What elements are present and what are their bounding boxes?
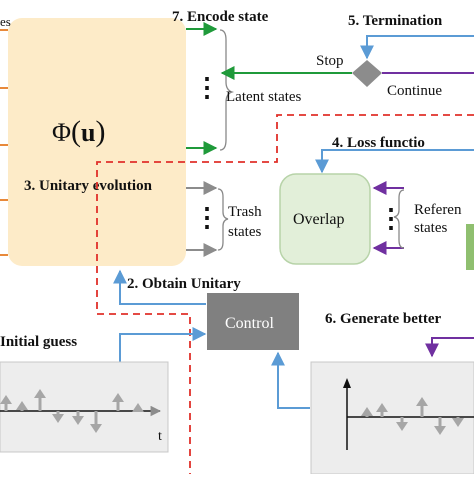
time-axis-label: t [158, 429, 162, 444]
control-label: Control [225, 315, 274, 332]
latent-brace [219, 29, 235, 151]
pulse-head [34, 389, 46, 398]
initial-signal-pulses [0, 389, 144, 433]
partial-green-block [466, 224, 474, 270]
phi-symbol: Φ(u) [52, 115, 105, 148]
reference-states-label: states [414, 220, 447, 236]
initial-guess-arrow [119, 327, 207, 362]
step-1-label: Initial guess [0, 334, 77, 350]
reference-input-arrows [372, 181, 404, 255]
termination-decision-diamond [352, 60, 382, 87]
continue-label: Continue [387, 83, 442, 99]
latent-states-label: Latent states [226, 89, 302, 105]
generated-signal-panel [310, 361, 474, 475]
trash-states-label: states [228, 224, 261, 240]
pulse-head [52, 414, 64, 423]
pulse-head [132, 403, 144, 412]
termination-blue-arrow [360, 35, 474, 60]
initial-signal-panel [0, 361, 169, 453]
pulse-head [434, 426, 446, 435]
overlap-box [279, 173, 371, 265]
orange-input-arrows [0, 29, 8, 256]
pulse-head [361, 407, 373, 416]
generate-better-arrow [425, 337, 474, 358]
overlap-label: Overlap [293, 211, 345, 228]
step-7-label: 7. Encode state [172, 9, 269, 25]
loss-blue-arrow [315, 149, 474, 174]
pulse-head [376, 403, 388, 412]
feedback-dashed-loop [96, 114, 474, 474]
trash-brace [217, 188, 229, 251]
unitary-evolution-box [8, 18, 186, 266]
trash-output-arrows [186, 181, 218, 257]
pulse-head [90, 424, 102, 433]
pulse-head [396, 422, 408, 431]
pulse-head [112, 393, 124, 402]
latent-ellipsis: ⋮ [194, 73, 220, 102]
stop-label: Stop [316, 53, 344, 69]
pulse-head [452, 418, 464, 427]
reference-brace [393, 189, 405, 249]
input-label-fragment: es [0, 14, 11, 29]
control-feedback-arrow [271, 351, 310, 409]
step-2-label: 2. Obtain Unitary [127, 276, 241, 292]
obtain-unitary-arrow [113, 269, 206, 305]
trash-label: Trash [228, 204, 262, 220]
pulse-head [16, 401, 28, 410]
step-5-label: 5. Termination [348, 13, 443, 29]
step-3-label: 3. Unitary evolution [24, 178, 153, 194]
generated-signal-pulses [361, 397, 464, 435]
control-box [207, 293, 299, 350]
step-4-label: 4. Loss functio [332, 135, 425, 151]
trash-ellipsis: ⋮ [194, 203, 220, 232]
encoded-output-arrows [186, 22, 218, 155]
step-6-label: 6. Generate better [325, 311, 442, 327]
reference-label: Referen [414, 202, 462, 218]
pulse-head [0, 395, 12, 404]
reference-ellipsis: ⋮ [378, 204, 404, 233]
pulse-head [72, 416, 84, 425]
generated-y-arrowhead [343, 378, 351, 388]
pulse-head [416, 397, 428, 406]
